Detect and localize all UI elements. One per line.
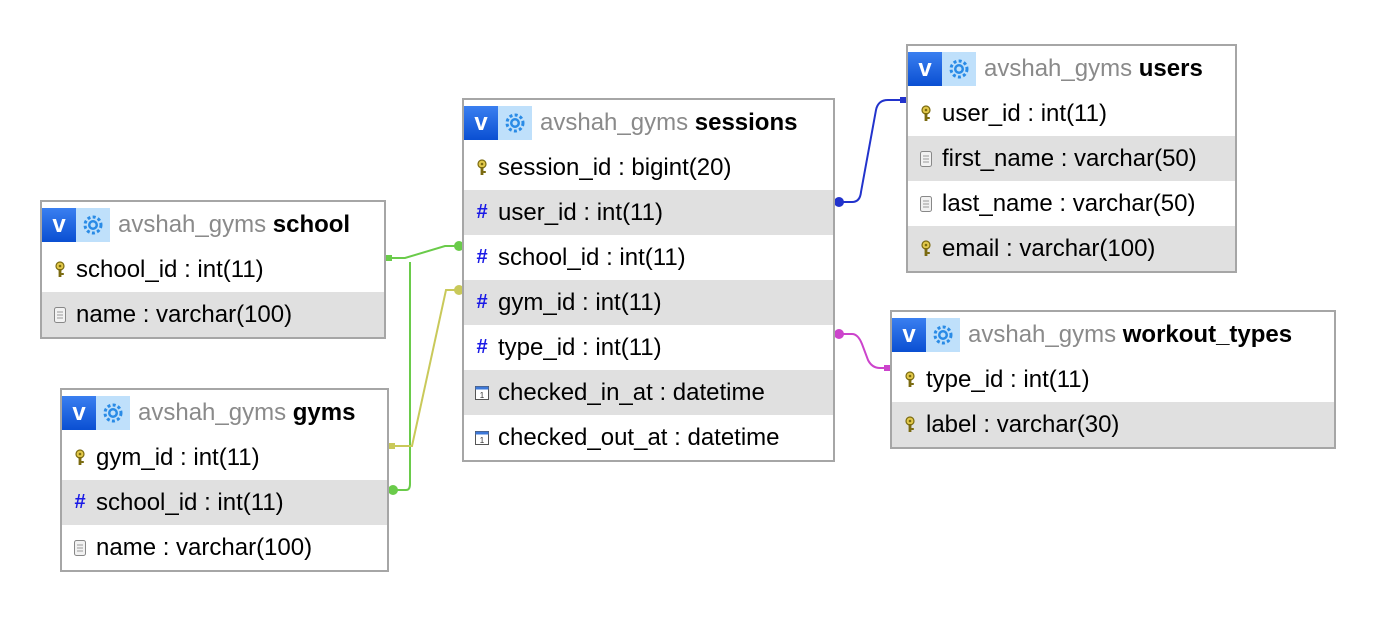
column-label: checked_in_at : datetime bbox=[498, 378, 765, 406]
relation-school-id bbox=[386, 241, 464, 261]
table-workout-types[interactable]: v avshah_gyms workout_types type_id : in… bbox=[890, 310, 1336, 449]
number-field-icon: # bbox=[476, 246, 488, 268]
key-icon bbox=[52, 258, 68, 282]
gear-icon[interactable] bbox=[942, 51, 976, 86]
column-row[interactable]: user_id : int(11) bbox=[908, 91, 1235, 136]
table-users[interactable]: v avshah_gyms users user_id : int(11) fi… bbox=[906, 44, 1237, 273]
toggle-v-icon[interactable]: v bbox=[62, 395, 96, 430]
table-name: workout_types bbox=[1122, 320, 1293, 348]
column-row[interactable]: gym_id : int(11) bbox=[62, 435, 387, 480]
number-field-icon: # bbox=[476, 291, 488, 313]
calendar-icon: 1 bbox=[474, 381, 490, 405]
column-label: checked_out_at : datetime bbox=[498, 423, 780, 451]
key-icon bbox=[918, 102, 934, 126]
database-name: avshah_gyms bbox=[984, 54, 1133, 82]
column-row[interactable]: name : varchar(100) bbox=[42, 292, 384, 337]
column-row[interactable]: email : varchar(100) bbox=[908, 226, 1235, 271]
column-label: user_id : int(11) bbox=[942, 99, 1107, 127]
text-field-icon bbox=[918, 192, 934, 216]
table-name: school bbox=[272, 210, 351, 238]
column-label: type_id : int(11) bbox=[498, 333, 662, 361]
column-label: school_id : int(11) bbox=[96, 488, 284, 516]
svg-text:1: 1 bbox=[480, 391, 485, 400]
toggle-v-icon[interactable]: v bbox=[892, 317, 926, 352]
relation-user-id bbox=[834, 97, 907, 207]
text-field-icon bbox=[72, 536, 88, 560]
relation-type-id bbox=[834, 329, 891, 371]
relation-gyms-school-id bbox=[386, 262, 411, 495]
table-school[interactable]: v avshah_gyms school school_id : int(11)… bbox=[40, 200, 386, 339]
column-label: name : varchar(100) bbox=[96, 533, 313, 561]
column-label: email : varchar(100) bbox=[942, 234, 1156, 262]
column-label: last_name : varchar(50) bbox=[942, 189, 1196, 217]
column-label: name : varchar(100) bbox=[76, 300, 293, 328]
column-label: school_id : int(11) bbox=[76, 255, 264, 283]
column-label: session_id : bigint(20) bbox=[498, 153, 732, 181]
column-row[interactable]: type_id : int(11) bbox=[892, 357, 1334, 402]
database-name: avshah_gyms bbox=[138, 398, 287, 426]
table-header[interactable]: v avshah_gyms sessions bbox=[464, 100, 833, 145]
gear-icon[interactable] bbox=[498, 105, 532, 140]
column-row[interactable]: # user_id : int(11) bbox=[464, 190, 833, 235]
table-header[interactable]: v avshah_gyms gyms bbox=[62, 390, 387, 435]
toggle-v-icon[interactable]: v bbox=[908, 51, 942, 86]
gear-icon[interactable] bbox=[96, 395, 130, 430]
database-name: avshah_gyms bbox=[118, 210, 267, 238]
table-sessions[interactable]: v avshah_gyms sessions session_id : bigi… bbox=[462, 98, 835, 462]
database-name: avshah_gyms bbox=[968, 320, 1117, 348]
column-row[interactable]: 1 checked_in_at : datetime bbox=[464, 370, 833, 415]
calendar-icon: 1 bbox=[474, 426, 490, 450]
column-label: first_name : varchar(50) bbox=[942, 144, 1197, 172]
toggle-v-icon[interactable]: v bbox=[42, 207, 76, 242]
table-header[interactable]: v avshah_gyms users bbox=[908, 46, 1235, 91]
column-row[interactable]: # type_id : int(11) bbox=[464, 325, 833, 370]
text-field-icon bbox=[918, 147, 934, 171]
table-header[interactable]: v avshah_gyms workout_types bbox=[892, 312, 1334, 357]
column-row[interactable]: # gym_id : int(11) bbox=[464, 280, 833, 325]
database-name: avshah_gyms bbox=[540, 108, 689, 136]
column-row[interactable]: first_name : varchar(50) bbox=[908, 136, 1235, 181]
column-row[interactable]: # school_id : int(11) bbox=[464, 235, 833, 280]
column-label: school_id : int(11) bbox=[498, 243, 686, 271]
key-icon bbox=[918, 237, 934, 261]
column-label: gym_id : int(11) bbox=[96, 443, 260, 471]
gear-icon[interactable] bbox=[76, 207, 110, 242]
table-header[interactable]: v avshah_gyms school bbox=[42, 202, 384, 247]
table-name: gyms bbox=[292, 398, 356, 426]
column-label: label : varchar(30) bbox=[926, 410, 1120, 438]
column-row[interactable]: school_id : int(11) bbox=[42, 247, 384, 292]
column-row[interactable]: name : varchar(100) bbox=[62, 525, 387, 570]
column-row[interactable]: label : varchar(30) bbox=[892, 402, 1334, 447]
key-icon bbox=[902, 413, 918, 437]
column-row[interactable]: # school_id : int(11) bbox=[62, 480, 387, 525]
column-row[interactable]: 1 checked_out_at : datetime bbox=[464, 415, 833, 460]
table-gyms[interactable]: v avshah_gyms gyms gym_id : int(11) # sc… bbox=[60, 388, 389, 572]
key-icon bbox=[72, 446, 88, 470]
key-icon bbox=[902, 368, 918, 392]
column-label: gym_id : int(11) bbox=[498, 288, 662, 316]
key-icon bbox=[474, 156, 490, 180]
gear-icon[interactable] bbox=[926, 317, 960, 352]
table-name: sessions bbox=[694, 108, 798, 136]
svg-text:1: 1 bbox=[480, 436, 485, 445]
toggle-v-icon[interactable]: v bbox=[464, 105, 498, 140]
relation-gym-id bbox=[388, 285, 464, 449]
number-field-icon: # bbox=[476, 201, 488, 223]
table-name: users bbox=[1138, 54, 1203, 82]
text-field-icon bbox=[52, 303, 68, 327]
column-label: type_id : int(11) bbox=[926, 365, 1090, 393]
column-row[interactable]: last_name : varchar(50) bbox=[908, 181, 1235, 226]
column-row[interactable]: session_id : bigint(20) bbox=[464, 145, 833, 190]
number-field-icon: # bbox=[74, 491, 86, 513]
column-label: user_id : int(11) bbox=[498, 198, 663, 226]
number-field-icon: # bbox=[476, 336, 488, 358]
